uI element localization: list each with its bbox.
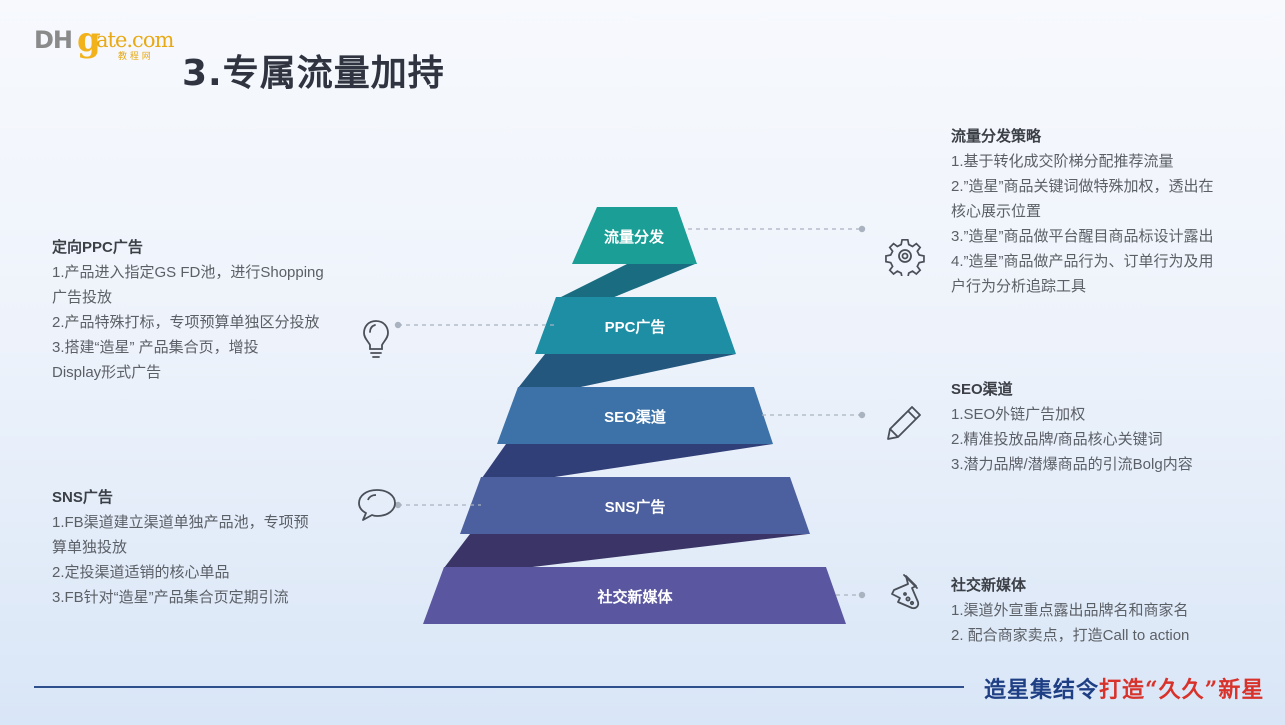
footer-slogan: 造星集结令打造“久久”新星 [984,672,1264,704]
block-line: 3.潜力品牌/潜爆商品的引流Bolg内容 [951,456,1193,473]
leader-dot [858,225,866,233]
block-line: 核心展示位置 [951,203,1042,220]
block-line: 2.产品特殊打标，专项预算单独区分投放 [52,314,320,331]
footer-divider [34,686,964,688]
block-line: 2.”造星”商品关键词做特殊加权，透出在 [951,178,1214,195]
gear-icon [885,238,925,276]
text-block-social-media: 社交新媒体 1.渠道外宣重点露出品牌名和商家名 2. 配合商家卖点，打造Call… [951,573,1271,648]
dhgate-logo: DH g ate.com 教 程 网 [34,20,174,62]
block-heading: 定向PPC广告 [52,239,143,256]
text-block-sns: SNS广告 1.FB渠道建立渠道单独产品池，专项预 算单独投放 2.定投渠道适销… [52,485,362,610]
connector-4 [444,534,808,568]
slogan-part-b: 打造“久久”新星 [1099,677,1265,703]
block-heading: 社交新媒体 [951,577,1027,594]
block-line: 3.”造星”商品做平台醒目商品标设计露出 [951,228,1214,245]
logo-cn: 教 程 网 [118,52,151,62]
block-line: 算单独投放 [52,539,128,556]
connector-1 [559,264,695,298]
block-line: 2. 配合商家卖点，打造Call to action [951,627,1190,644]
block-line: 广告投放 [52,289,113,306]
leader-dot [858,591,866,599]
text-block-traffic-strategy: 流量分发策略 1.基于转化成交阶梯分配推荐流量 2.”造星”商品关键词做特殊加权… [951,124,1271,299]
block-heading: SNS广告 [52,489,113,506]
speech-bubble-icon [358,489,396,521]
block-line: 户行为分析追踪工具 [951,278,1087,295]
level-1-label: 流量分发 [603,229,664,246]
logo-com: ate.com [96,28,174,52]
block-line: 4.”造星”商品做产品行为、订单行为及用 [951,253,1214,270]
block-line: Display形式广告 [52,364,162,381]
block-line: 1.产品进入指定GS FD池，进行Shopping [52,264,324,281]
block-line: 2.精准投放品牌/商品核心关键词 [951,431,1163,448]
level-4-label: SNS广告 [604,499,666,516]
level-5-shape [423,567,846,624]
block-line: 1.基于转化成交阶梯分配推荐流量 [951,153,1174,170]
page-title: 3.专属流量加持 [182,53,445,94]
block-line: 3.FB针对“造星”产品集合页定期引流 [52,589,289,606]
pencil-icon [887,406,921,440]
logo-g: g [77,20,101,60]
block-heading: SEO渠道 [951,381,1013,398]
logo-dh: DH [34,26,73,54]
block-line: 1.渠道外宣重点露出品牌名和商家名 [951,602,1189,619]
text-block-seo: SEO渠道 1.SEO外链广告加权 2.精准投放品牌/商品核心关键词 3.潜力品… [951,377,1271,477]
block-line: 3.搭建“造星” 产品集合页，增投 [52,339,259,356]
connector-2 [518,354,736,388]
level-2-shape [535,297,736,354]
block-heading: 流量分发策略 [951,128,1042,145]
level-1-shape [572,207,697,264]
level-5-label: 社交新媒体 [597,589,673,606]
level-3-shape [497,387,773,444]
level-4-shape [460,477,810,534]
block-line: 1.SEO外链广告加权 [951,406,1086,423]
leader-dot [394,501,402,509]
slogan-part-a: 造星集结令 [984,677,1100,703]
text-block-ppc: 定向PPC广告 1.产品进入指定GS FD池，进行Shopping 广告投放 2… [52,235,362,385]
flask-icon [891,574,920,610]
leader-dot [858,411,866,419]
block-line: 2.定投渠道适销的核心单品 [52,564,230,581]
connector-3 [482,444,773,478]
level-3-label: SEO渠道 [604,409,666,426]
leader-dot [394,321,402,329]
lightbulb-icon [363,320,389,358]
block-line: 1.FB渠道建立渠道单独产品池，专项预 [52,514,309,531]
level-2-label: PPC广告 [604,319,666,336]
